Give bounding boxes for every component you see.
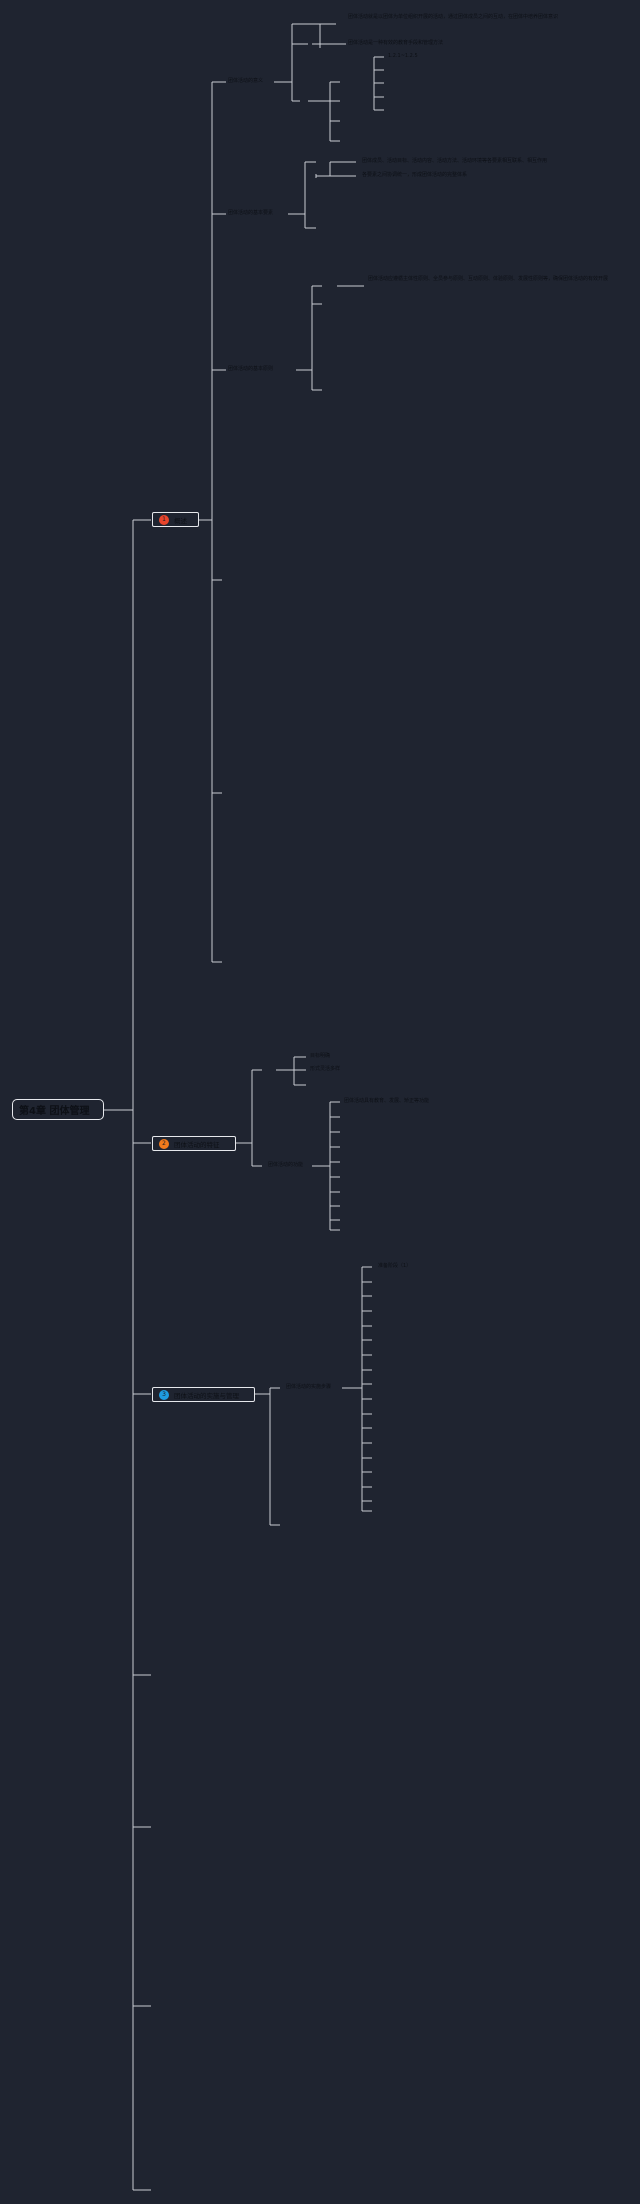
branch-node-1[interactable]: 1 概述 bbox=[152, 512, 199, 527]
topic-node[interactable]: 团体活动应遵循主体性原则、全员参与原则、互动原则、体验原则、发展性原则等，确保团… bbox=[368, 276, 609, 282]
topic-node[interactable]: 目标明确 bbox=[310, 1053, 331, 1059]
topic-node[interactable]: 准备阶段（1） bbox=[378, 1263, 412, 1269]
topic-node[interactable]: 团体活动就是以团体为单位组织开展的活动，通过团体成员之间的互动，在团体中培养团体… bbox=[348, 14, 559, 20]
branch-label-3: 团体活动的实施与管理 bbox=[174, 1391, 239, 1400]
branch-label-1: 概述 bbox=[174, 516, 187, 525]
topic-node[interactable]: 团体活动是一种有效的教育手段和管理方法 bbox=[348, 40, 444, 46]
topic-node[interactable]: 团体活动的功能 bbox=[268, 1162, 304, 1168]
root-node[interactable]: 第4章 团体管理 bbox=[12, 1099, 104, 1120]
branch-badge-3: 3 bbox=[159, 1389, 169, 1400]
branch-node-2[interactable]: 2 团体活动的特征 bbox=[152, 1136, 236, 1151]
topic-node[interactable]: 团体活动的基本原则 bbox=[228, 366, 274, 372]
branch-badge-2: 2 bbox=[159, 1138, 169, 1149]
topic-node[interactable]: 团体活动的意义 bbox=[228, 78, 264, 84]
topic-node[interactable]: 团体活动的基本要素 bbox=[228, 210, 274, 216]
topic-node[interactable]: 团体活动的实施步骤 bbox=[286, 1384, 332, 1390]
branch-node-3[interactable]: 3 团体活动的实施与管理 bbox=[152, 1387, 255, 1402]
topic-node[interactable]: 1.2.1~1.2.5 bbox=[388, 53, 418, 59]
topic-node[interactable]: 团体活动具有教育、发展、矫正等功能 bbox=[344, 1098, 430, 1104]
topic-node[interactable]: 形式灵活多样 bbox=[310, 1066, 341, 1072]
branch-label-2: 团体活动的特征 bbox=[174, 1140, 220, 1149]
topic-node[interactable]: 各要素之间协调统一，形成团体活动的完整体系 bbox=[362, 172, 468, 178]
topic-node[interactable]: 团体成员、活动目标、活动内容、活动方法、活动环境等各要素相互联系、相互作用 bbox=[362, 158, 548, 164]
branch-badge-1: 1 bbox=[159, 514, 169, 525]
